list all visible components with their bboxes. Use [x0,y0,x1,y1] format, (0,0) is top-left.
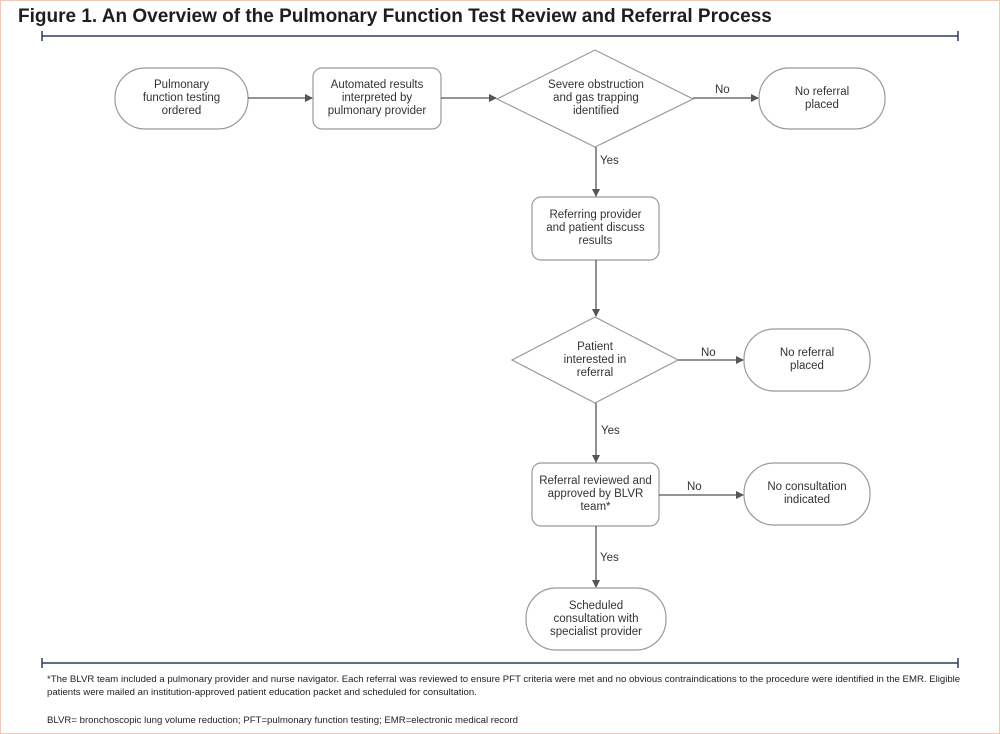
top-rule [41,31,959,41]
edge-label-yes-reviewed: Yes [600,552,619,564]
edge-label-no-interested: No [701,347,716,359]
figure-title: Figure 1. An Overview of the Pulmonary F… [18,6,772,27]
edge-label-yes-interested: Yes [601,425,620,437]
footnote-abbreviations: BLVR= bronchoscopic lung volume reductio… [47,715,518,726]
node-severe-obstruction-shape [495,49,695,148]
edge-label-no-severe: No [715,84,730,96]
footnote-blvr-team: *The BLVR team included a pulmonary prov… [47,674,961,698]
edge-label-no-reviewed: No [687,481,702,493]
node-no-consultation-shape [743,462,871,526]
bottom-rule [41,658,959,668]
edge-label-yes-severe: Yes [600,155,619,167]
node-scheduled-consultation-shape [525,587,667,651]
node-no-referral-1-shape [758,67,886,130]
node-patient-interested-shape [510,316,680,404]
node-no-referral-2-shape [743,328,871,392]
